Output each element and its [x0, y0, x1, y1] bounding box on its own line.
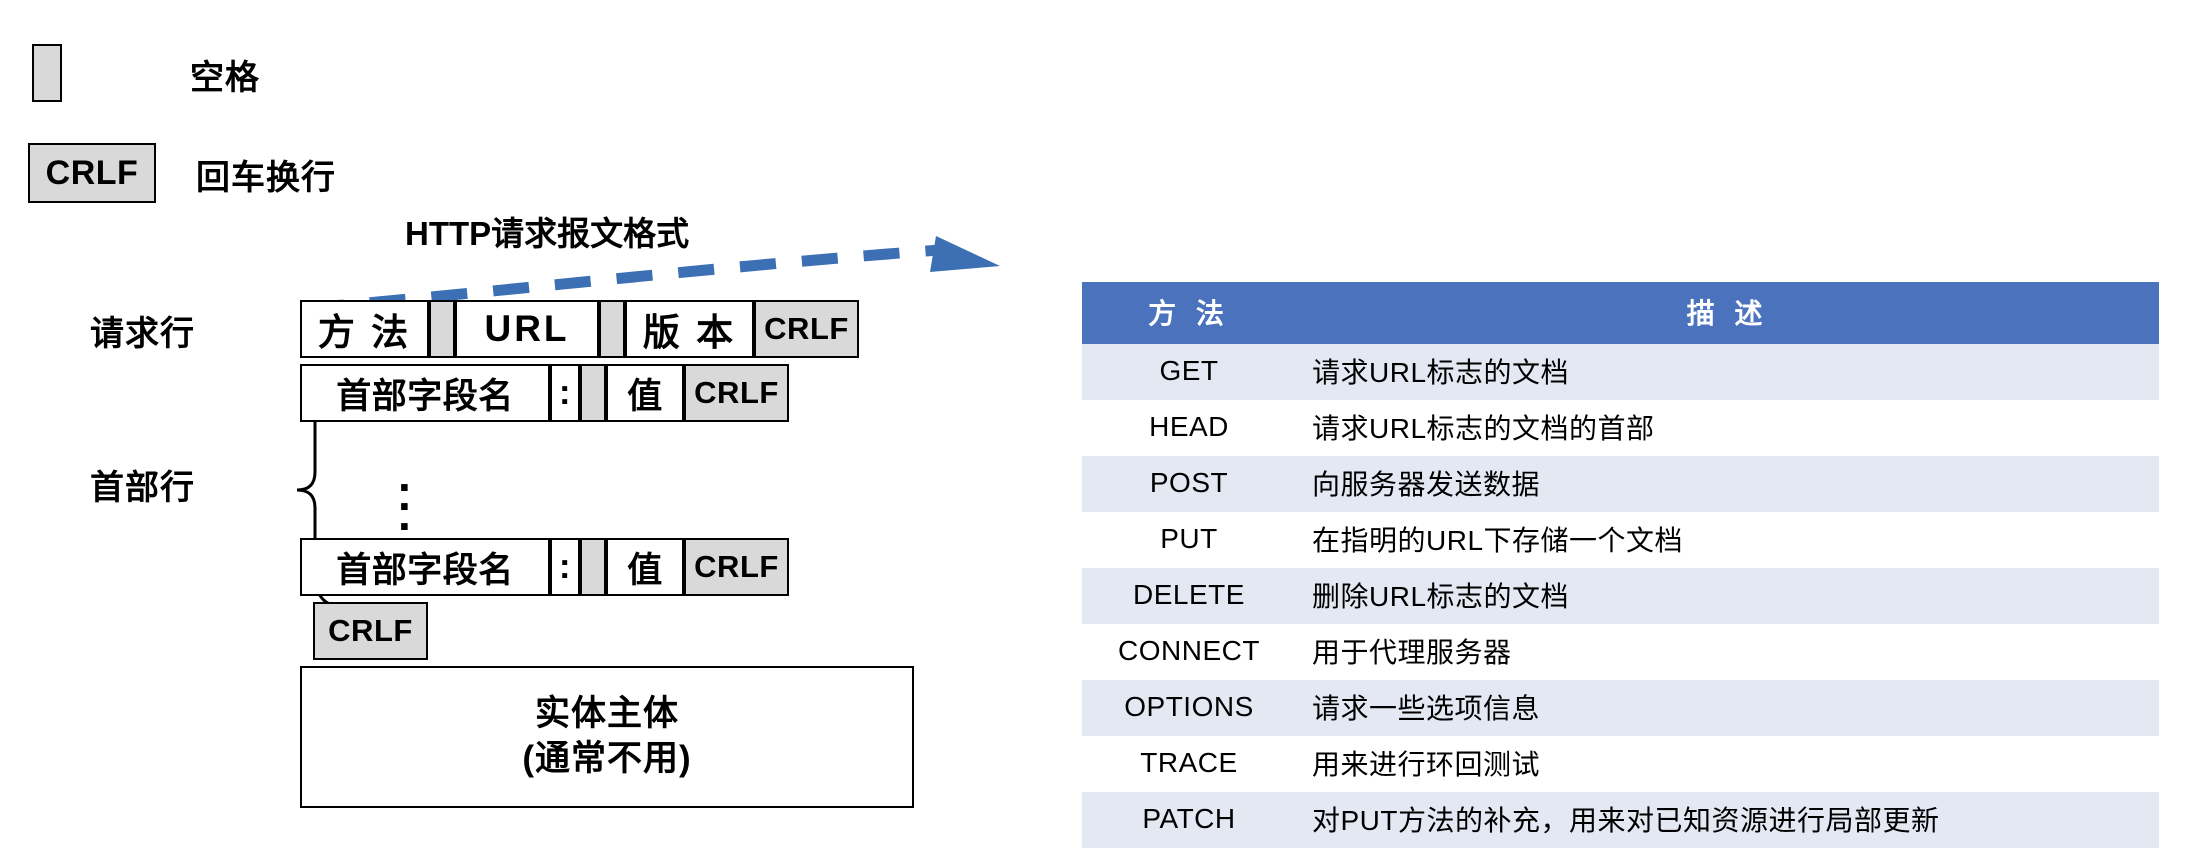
cell-header-value-1: 值	[606, 364, 684, 422]
cell-colon-2: :	[550, 538, 580, 596]
methods-table-cell-method: DELETE	[1082, 568, 1296, 624]
legend-crlf-swatch: CRLF	[28, 143, 156, 203]
methods-table-header-description: 描 述	[1296, 282, 2159, 344]
vertical-ellipsis: ...	[398, 449, 411, 540]
cell-crlf-blank-line: CRLF	[313, 602, 428, 660]
methods-table-cell-description: 请求URL标志的文档的首部	[1296, 400, 2159, 456]
methods-table-cell-description: 删除URL标志的文档	[1296, 568, 2159, 624]
methods-table-cell-method: PUT	[1082, 512, 1296, 568]
methods-table-cell-method: PATCH	[1082, 792, 1296, 848]
diagram-title: HTTP请求报文格式	[405, 215, 690, 252]
legend-space-label: 空格	[190, 59, 260, 97]
cell-crlf-request-line: CRLF	[754, 300, 859, 358]
methods-table-cell-description: 在指明的URL下存储一个文档	[1296, 512, 2159, 568]
label-header-lines: 首部行	[90, 469, 195, 507]
methods-table-cell-description: 对PUT方法的补充，用来对已知资源进行局部更新	[1296, 792, 2159, 848]
cell-url: URL	[455, 300, 599, 358]
label-request-line: 请求行	[90, 315, 195, 353]
cell-space-header-2	[580, 538, 606, 596]
methods-table-cell-description: 用来进行环回测试	[1296, 736, 2159, 792]
methods-table-header-row: 方 法 描 述	[1082, 282, 2159, 344]
methods-table-cell-method: CONNECT	[1082, 624, 1296, 680]
methods-table-cell-description: 请求一些选项信息	[1296, 680, 2159, 736]
methods-table-cell-method: POST	[1082, 456, 1296, 512]
cell-space-header-1	[580, 364, 606, 422]
entity-body-line-2: (通常不用)	[522, 739, 692, 778]
methods-table-cell-description: 请求URL标志的文档	[1296, 344, 2159, 400]
cell-header-field-name-2: 首部字段名	[300, 538, 550, 596]
cell-header-field-name-1: 首部字段名	[300, 364, 550, 422]
cell-crlf-header-1: CRLF	[684, 364, 789, 422]
entity-body-line-1: 实体主体	[534, 694, 679, 734]
cell-space-2	[599, 300, 625, 358]
legend-space-swatch	[32, 44, 62, 102]
methods-table-cell-method: OPTIONS	[1082, 680, 1296, 736]
cell-method: 方 法	[300, 300, 429, 358]
methods-table-cell-method: TRACE	[1082, 736, 1296, 792]
cell-space-1	[429, 300, 455, 358]
cell-version: 版 本	[625, 300, 754, 358]
methods-table-cell-method: GET	[1082, 344, 1296, 400]
cell-crlf-header-2: CRLF	[684, 538, 789, 596]
legend-crlf-label: 回车换行	[196, 159, 336, 197]
cell-header-value-2: 值	[606, 538, 684, 596]
methods-table-cell-description: 向服务器发送数据	[1296, 456, 2159, 512]
cell-entity-body: 实体主体 (通常不用)	[300, 666, 914, 808]
methods-table-cell-method: HEAD	[1082, 400, 1296, 456]
methods-table-header-method: 方 法	[1082, 282, 1296, 344]
methods-table-cell-description: 用于代理服务器	[1296, 624, 2159, 680]
cell-colon-1: :	[550, 364, 580, 422]
